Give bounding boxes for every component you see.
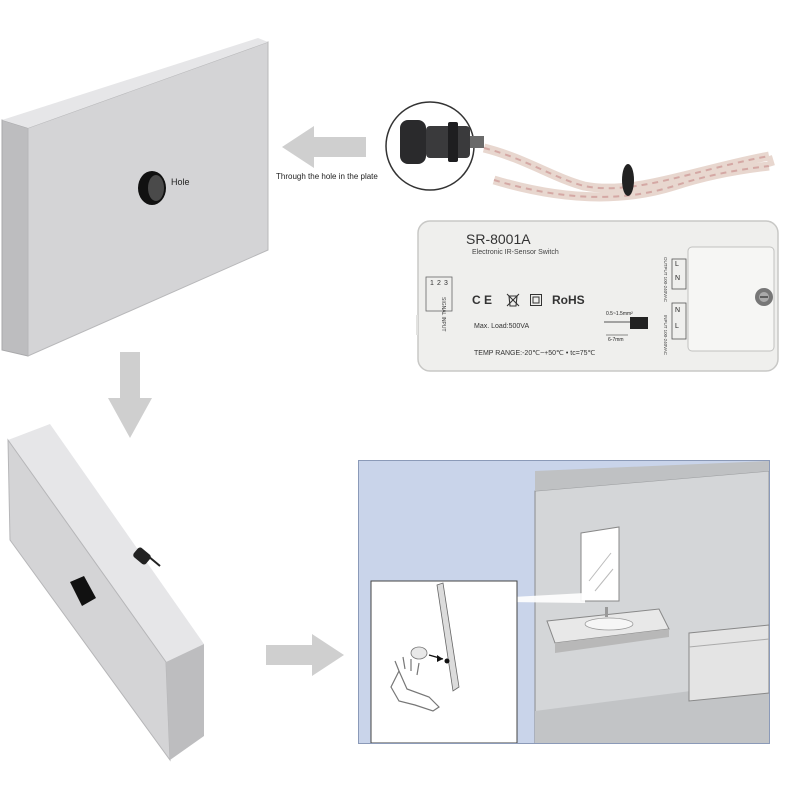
strip-length: 6-7mm: [608, 337, 624, 343]
top-plate-side: [1, 119, 29, 357]
input-label: INPUT 100-240VAC: [663, 315, 668, 356]
terminal-label: N: [675, 307, 681, 314]
terminal-cover: [687, 246, 775, 352]
controller-device: SR-8001A Electronic IR-Sensor Switch C E…: [416, 219, 780, 375]
temp-range: TEMP RANGE:-20℃~+50℃ • tc=75℃: [474, 350, 596, 357]
device-subtitle: Electronic IR-Sensor Switch: [472, 249, 559, 256]
bathtub: [688, 624, 769, 702]
signal-pin: 3: [444, 280, 448, 287]
top-plate-illustration: [1, 38, 269, 357]
sensor-caption: Through the hole in the plate: [276, 172, 378, 181]
terminal-label: L: [675, 323, 679, 330]
wire-spec: 0.5~1.5mm²: [606, 311, 633, 317]
terminal-label: L: [675, 261, 679, 268]
arrow-left-top: [282, 126, 366, 168]
bathroom-scene: [358, 460, 770, 744]
bottom-plate-hole: [70, 576, 96, 606]
signal-pin: 2: [437, 280, 441, 287]
hand-icon: [390, 656, 440, 712]
arrow-right: [266, 634, 344, 676]
bottom-plate-illustration: [7, 424, 204, 762]
terminal-label: N: [675, 275, 681, 282]
top-plate-edge: [2, 38, 268, 128]
mirror: [580, 526, 620, 602]
rohs-mark: RoHS: [552, 293, 585, 307]
signal-pin: 1: [430, 280, 434, 287]
ce-mark: C E: [472, 293, 493, 307]
bottom-plate-top: [8, 424, 204, 662]
arrow-down: [108, 352, 152, 438]
output-label: OUTPUT 100-240VAC: [663, 257, 668, 303]
class-ii-icon: [530, 294, 542, 306]
weee-icon: [506, 293, 520, 307]
hole-label: Hole: [171, 177, 190, 187]
inset-mirror-edge: [436, 582, 460, 692]
signal-label: SIGNAL INPUT: [440, 297, 446, 332]
device-model: SR-8001A: [466, 231, 531, 247]
max-load: Max. Load:500VA: [474, 323, 530, 330]
bottom-plate-side: [166, 644, 204, 760]
ir-sensor-illustration: [385, 101, 775, 202]
